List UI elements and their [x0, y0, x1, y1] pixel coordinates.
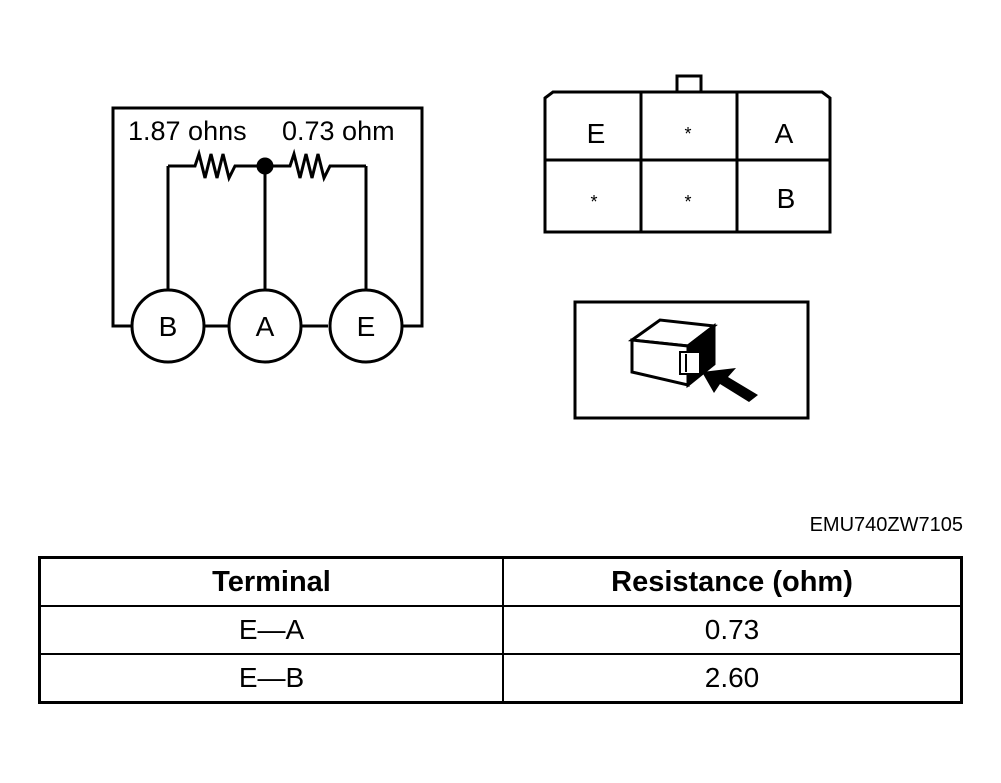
pin-label: * [684, 192, 691, 212]
terminal-cell: E—B [38, 653, 504, 704]
connector-face [543, 74, 832, 234]
connector-outline [543, 90, 832, 234]
connector-diagram: 1.87 ohns 0.73 ohm B A E E * A * * B EMU… [111, 74, 963, 536]
terminal-label-a: A [256, 311, 275, 342]
outer-loop-wire [111, 106, 424, 328]
pin-label: A [775, 118, 794, 149]
pin-label: * [590, 192, 597, 212]
terminal-circle-b [130, 288, 206, 364]
connector-latch [675, 74, 703, 94]
terminal-cell: E—A [38, 605, 504, 655]
resistance-schematic [111, 106, 424, 364]
column-header-terminal: Terminal [38, 556, 504, 607]
table-row: E—A 0.73 [38, 605, 963, 655]
resistor-left [168, 148, 265, 183]
resistor-left-label: 1.87 ohns [128, 116, 247, 146]
pin-label: E [587, 118, 606, 149]
table-row: E—B 2.60 [38, 653, 963, 704]
terminal-circle-a [227, 288, 303, 364]
resistor-right-label: 0.73 ohm [282, 116, 395, 146]
resistance-spec-table: Terminal Resistance (ohm) E—A 0.73 E—B 2… [38, 556, 963, 704]
module-port [679, 351, 701, 375]
column-header-resistance: Resistance (ohm) [502, 556, 963, 607]
component-location-icon [573, 300, 810, 420]
table-header-row: Terminal Resistance (ohm) [38, 556, 963, 607]
junction-dot [256, 157, 274, 175]
resistor-label-bg [126, 110, 417, 145]
pointer-arrow-icon [702, 368, 758, 402]
reference-code: EMU740ZW7105 [810, 514, 963, 536]
pin-label: B [777, 183, 796, 214]
resistor-right [265, 148, 366, 183]
terminal-label-b: B [159, 311, 178, 342]
resistance-cell: 2.60 [502, 653, 963, 704]
resistance-cell: 0.73 [502, 605, 963, 655]
terminal-label-e: E [357, 311, 376, 342]
pin-label: * [684, 124, 691, 144]
terminal-circle-e [328, 288, 404, 364]
